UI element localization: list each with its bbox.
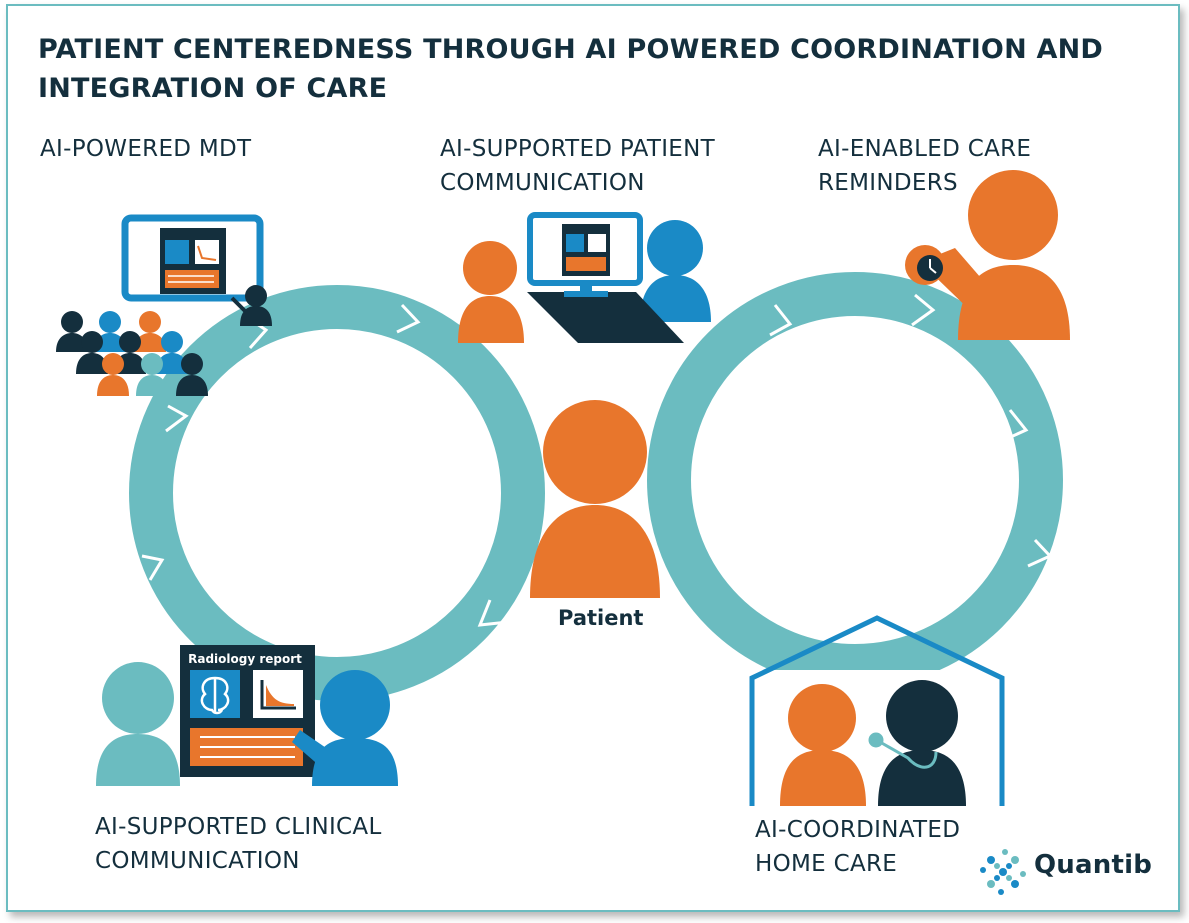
team-icon [56, 311, 208, 396]
computer-icon [527, 212, 684, 343]
diagram-title: PATIENT CENTEREDNESS THROUGH AI POWERED … [38, 34, 1103, 104]
logo-mark-spacer [982, 865, 1028, 866]
clinician-figure-right [292, 670, 398, 786]
quantib-logo-icon [980, 849, 1026, 895]
chart-icon [260, 680, 296, 710]
home-patient-figure [780, 684, 866, 806]
right-cycle-ring [647, 272, 1063, 688]
clock-icon [917, 255, 943, 281]
patient-communication-figure-left [458, 241, 524, 343]
mdt-screen-icon [121, 214, 264, 302]
logo-text: Quantib [1034, 850, 1153, 880]
node-label-mdt: AI-POWERED MDT [40, 136, 252, 162]
node-label-care-reminders: AI-ENABLED CARE REMINDERS [818, 136, 1032, 196]
quantib-logo: Quantib [982, 850, 1152, 880]
doctor-figure [878, 680, 966, 806]
presenter-figure [230, 285, 272, 326]
radiology-report-icon [180, 645, 315, 777]
center-label-patient: Patient [558, 606, 644, 630]
patient-figure [530, 400, 660, 598]
patient-communication-figure-right [640, 220, 711, 322]
node-label-patient-communication: AI-SUPPORTED PATIENT COMMUNICATION [440, 136, 715, 196]
stethoscope-icon [868, 732, 938, 769]
radiology-report-title: Radiology report [188, 652, 302, 666]
brain-icon [200, 676, 230, 715]
node-label-home-care: AI-COORDINATED HOME CARE [755, 817, 961, 877]
node-label-clinical-communication: AI-SUPPORTED CLINICAL COMMUNICATION [95, 814, 382, 874]
clinician-figure-left [96, 662, 180, 786]
